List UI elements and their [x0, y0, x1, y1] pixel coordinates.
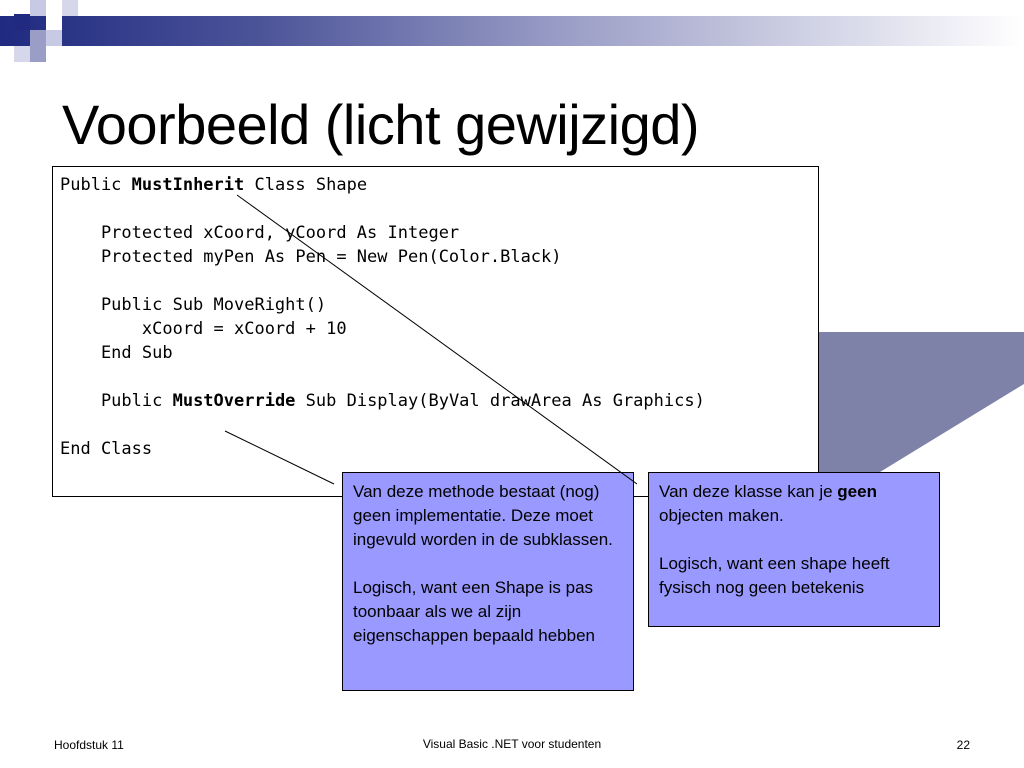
code-token: Sub Display(ByVal drawArea As Graphics): [295, 391, 705, 411]
callout-text: Logisch, want een Shape is pas toonbaar …: [353, 578, 596, 645]
keyword-mustinherit: MustInherit: [131, 175, 245, 195]
callout-text-part: Van deze klasse kan je: [659, 482, 838, 501]
decor-square: [46, 16, 62, 32]
callout-text-part: objecten maken.: [659, 506, 784, 525]
code-box: Public MustInherit Class Shape Protected…: [52, 166, 819, 497]
decor-square: [14, 14, 30, 30]
header-gradient-bar: [0, 16, 1024, 46]
decor-square: [30, 46, 46, 62]
callout-text: Van deze klasse kan je geen objecten mak…: [659, 480, 929, 528]
code-line: End Sub: [60, 343, 173, 363]
slide-title: Voorbeeld (licht gewijzigd): [62, 93, 700, 156]
decor-square: [30, 0, 46, 16]
footer-course: Visual Basic .NET voor studenten: [422, 737, 602, 751]
code-listing: Public MustInherit Class Shape Protected…: [60, 173, 705, 461]
code-line: Protected myPen As Pen = New Pen(Color.B…: [60, 247, 562, 267]
decor-square: [14, 46, 30, 62]
code-line: End Class: [60, 439, 153, 459]
callout-text: Logisch, want een shape heeft fysisch no…: [659, 554, 890, 597]
decor-square: [30, 30, 46, 46]
code-line: xCoord = xCoord + 10: [60, 319, 347, 339]
footer-page-number: 22: [956, 738, 970, 752]
keyword-mustoverride: MustOverride: [172, 391, 296, 411]
callout-mustinherit: Van deze klasse kan je geen objecten mak…: [648, 472, 940, 627]
code-line: Public Sub MoveRight(): [60, 295, 327, 315]
code-token: Class Shape: [244, 175, 368, 195]
callout-mustoverride: Van deze methode bestaat (nog) geen impl…: [342, 472, 634, 691]
decor-square: [46, 30, 62, 46]
callout-emphasis: geen: [837, 482, 877, 501]
code-line: Protected xCoord, yCoord As Integer: [60, 223, 460, 243]
code-token: Public: [60, 391, 173, 411]
code-token: Public: [60, 175, 132, 195]
decor-square: [62, 0, 78, 16]
callout-text: Van deze methode bestaat (nog) geen impl…: [353, 482, 613, 549]
footer-chapter: Hoofdstuk 11: [54, 738, 124, 752]
